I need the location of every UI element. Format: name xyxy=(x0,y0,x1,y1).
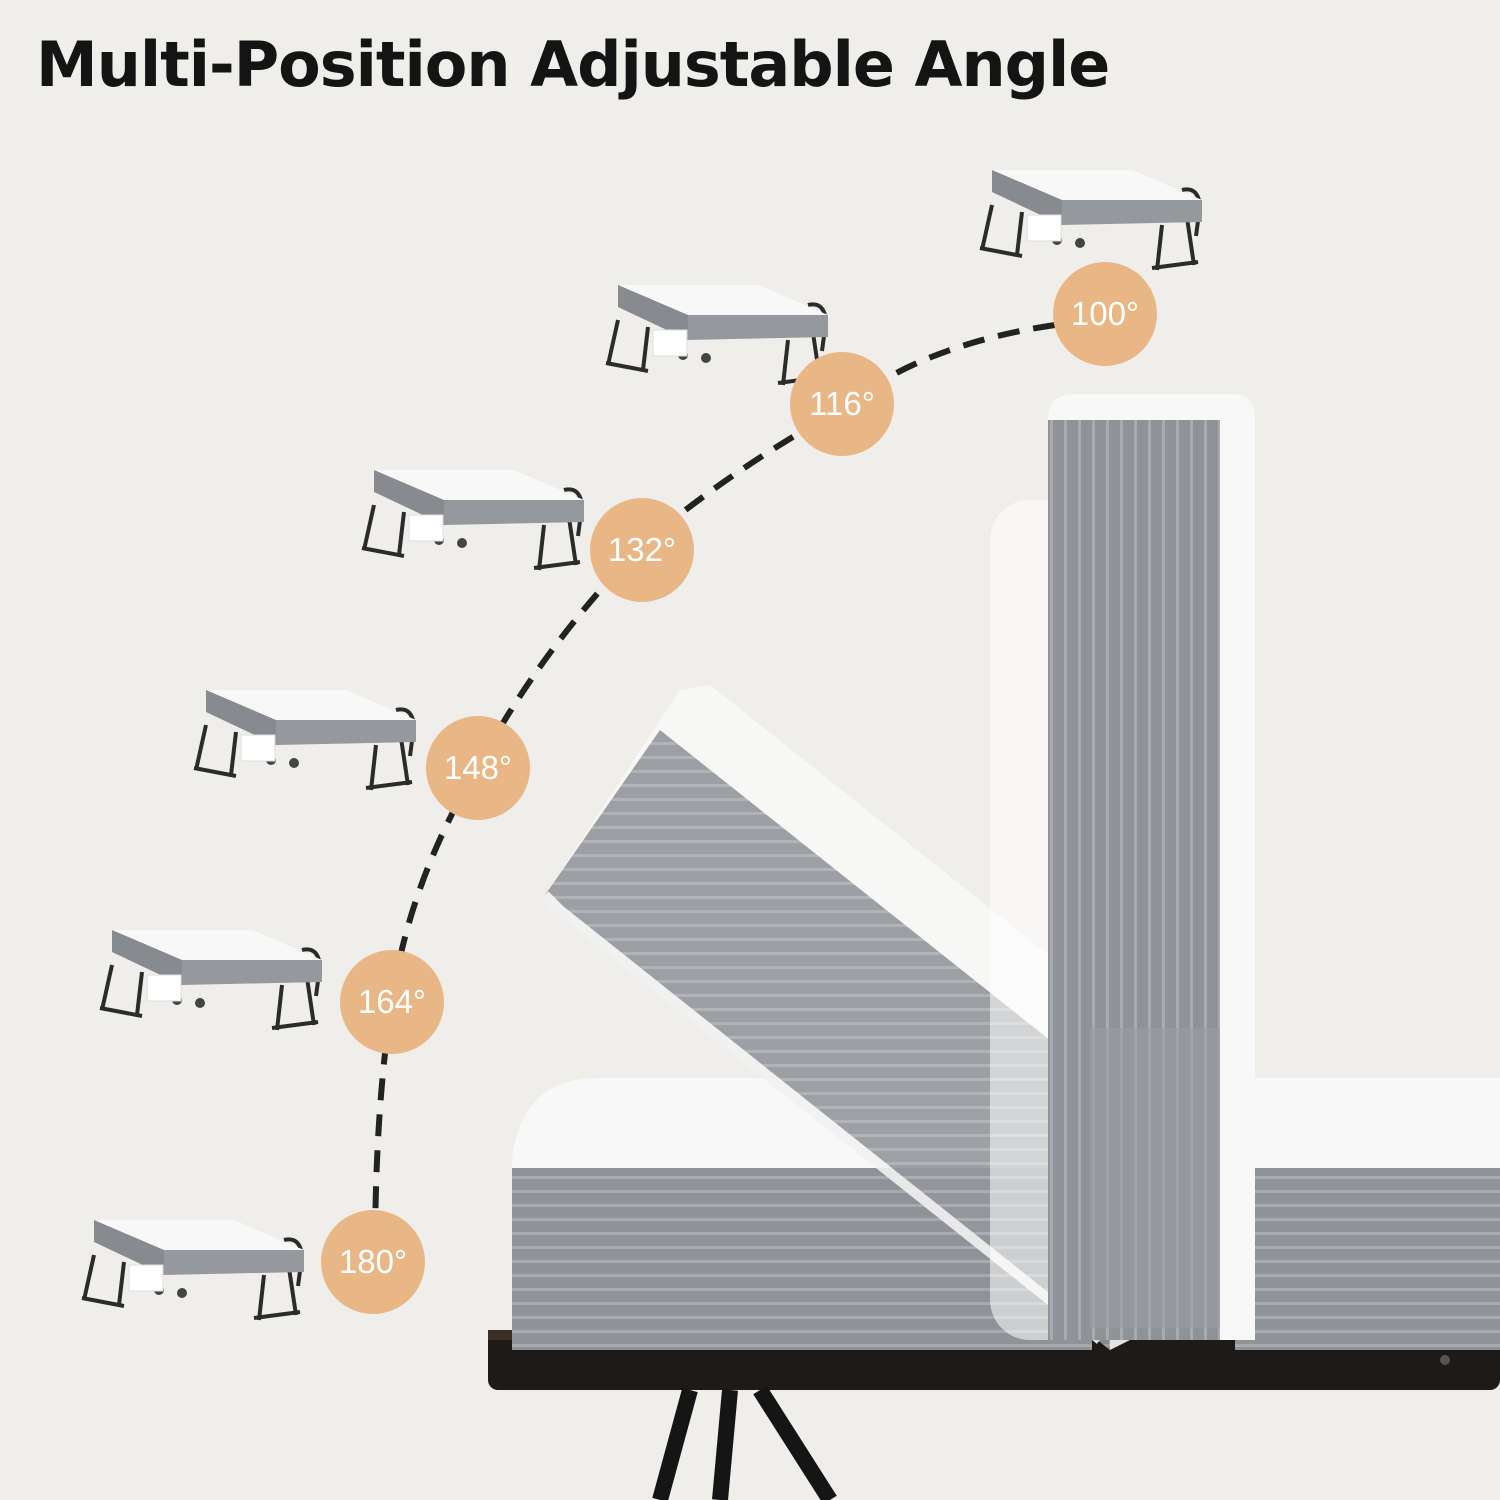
page-title: Multi-Position Adjustable Angle xyxy=(36,28,1110,101)
mattress-base xyxy=(512,1078,1500,1350)
angle-badge: 132° xyxy=(590,498,694,602)
folding-bed-icon xyxy=(192,688,418,792)
angle-badge: 100° xyxy=(1053,262,1157,366)
angle-badge: 180° xyxy=(321,1210,425,1314)
folding-bed-icon xyxy=(80,1218,306,1322)
angle-arc xyxy=(372,322,1056,1259)
folding-bed-icon xyxy=(604,283,830,387)
angle-badge: 116° xyxy=(790,352,894,456)
angle-badge: 148° xyxy=(426,716,530,820)
folding-bed-icon xyxy=(98,928,324,1032)
angle-badge: 164° xyxy=(340,950,444,1054)
folding-bed-icon xyxy=(360,468,586,572)
mattress-panel-upright xyxy=(1048,394,1255,1340)
folding-bed-icon xyxy=(978,168,1204,272)
bed-frame xyxy=(488,1330,1500,1500)
